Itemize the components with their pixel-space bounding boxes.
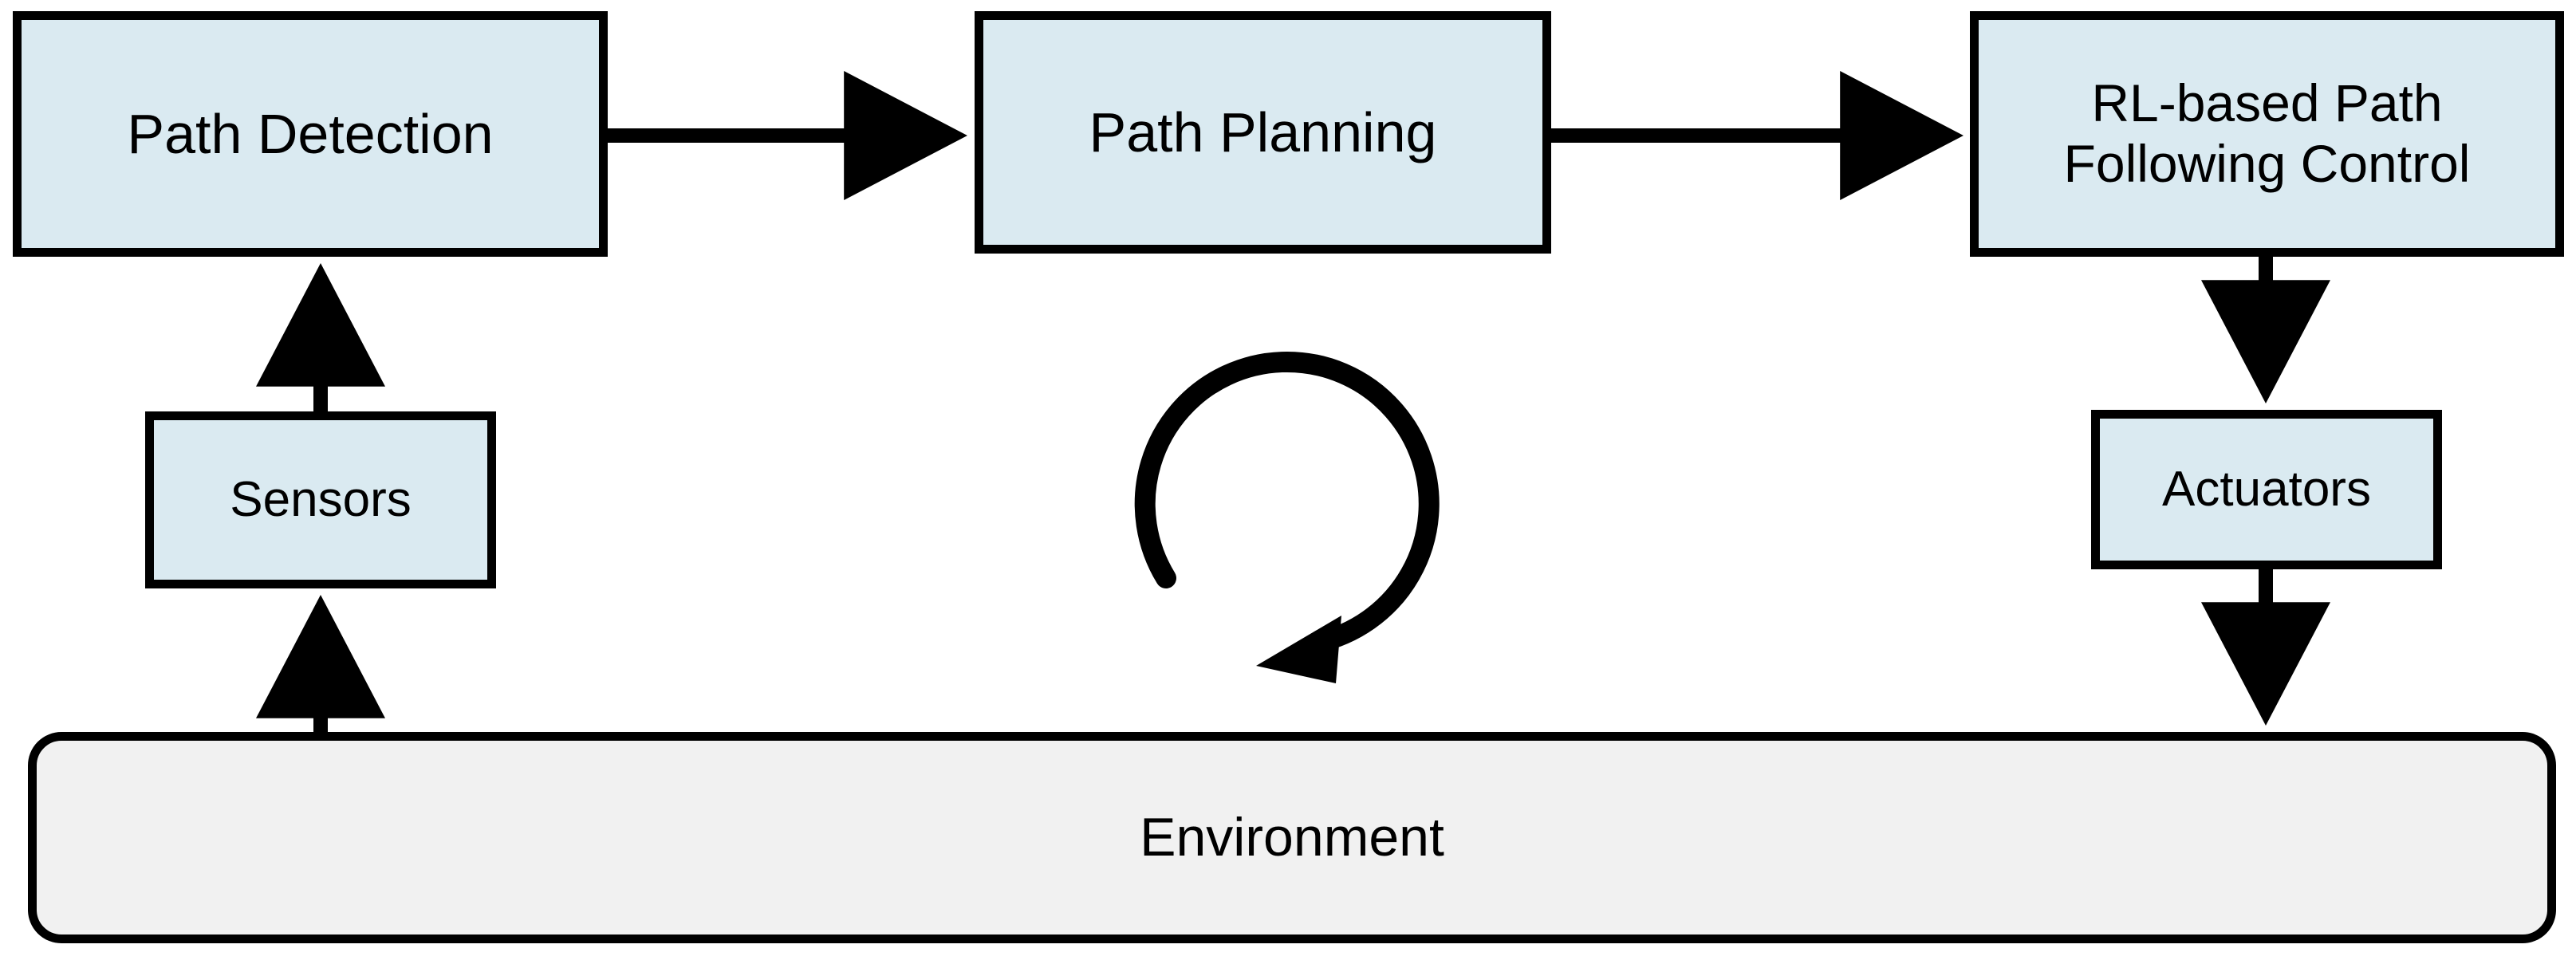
closed-loop-circular-arrow [1134, 351, 1440, 683]
node-rl-path-following-control[interactable]: RL-based Path Following Control [1970, 11, 2564, 257]
node-path-planning-label: Path Planning [1089, 100, 1437, 163]
node-path-planning[interactable]: Path Planning [975, 11, 1551, 254]
node-sensors-label: Sensors [230, 472, 412, 528]
node-path-detection[interactable]: Path Detection [13, 11, 608, 257]
node-sensors[interactable]: Sensors [145, 411, 496, 588]
node-rl-path-following-control-label: RL-based Path Following Control [2063, 73, 2471, 193]
node-actuators-label: Actuators [2162, 462, 2371, 517]
node-environment[interactable]: Environment [28, 732, 2556, 943]
node-path-detection-label: Path Detection [127, 102, 494, 165]
node-environment-label: Environment [1140, 807, 1444, 868]
node-actuators[interactable]: Actuators [2091, 410, 2442, 569]
